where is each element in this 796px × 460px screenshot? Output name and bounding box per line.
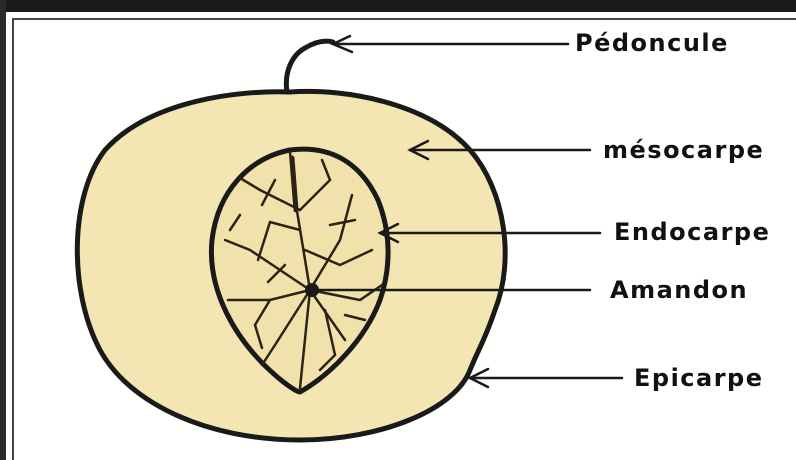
label-epicarpe: Epicarpe — [634, 364, 764, 392]
label-endocarpe: Endocarpe — [614, 218, 770, 246]
label-amandon: Amandon — [610, 276, 748, 304]
label-pedoncule: Pédoncule — [575, 29, 729, 57]
label-mesocarpe: mésocarpe — [603, 136, 764, 164]
stem-pedoncule — [286, 41, 333, 92]
